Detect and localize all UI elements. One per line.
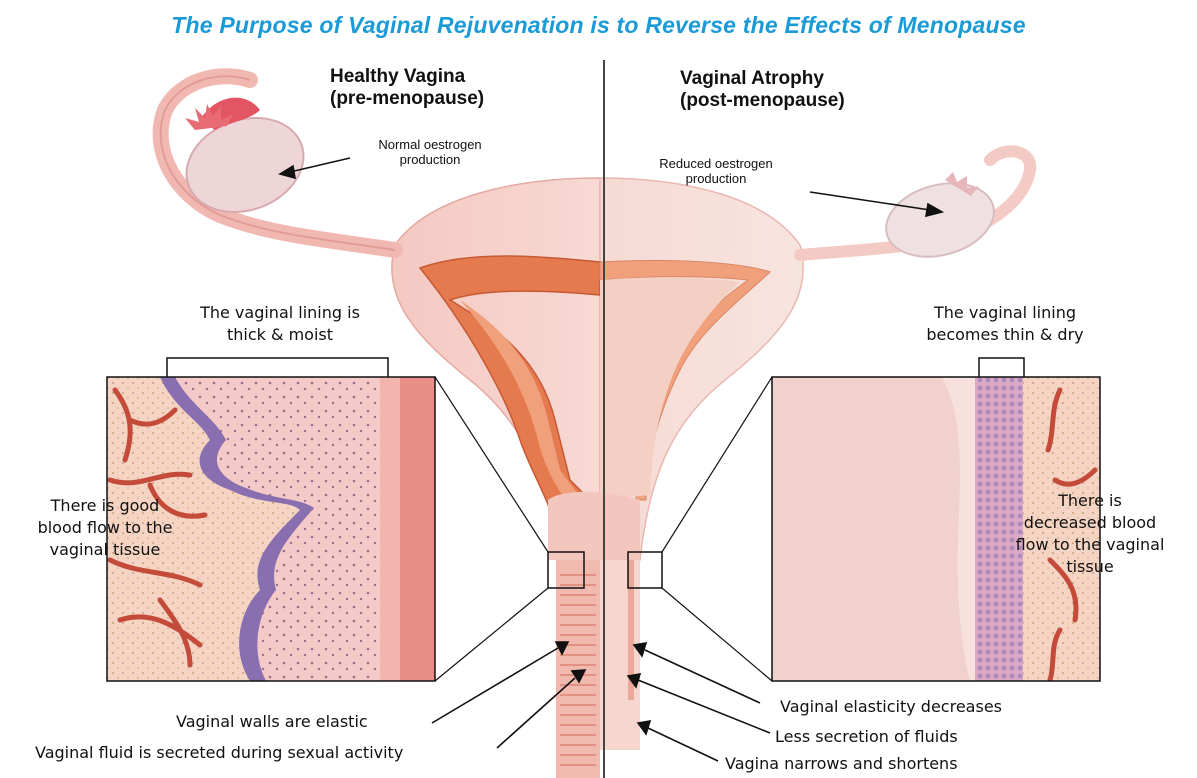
fluid-secreted-label: Vaginal fluid is secreted during sexual …	[35, 742, 403, 764]
uterus-body	[392, 178, 803, 778]
thick-lining-line2: thick & moist	[150, 324, 410, 346]
thin-lining-line2: becomes thin & dry	[880, 324, 1130, 346]
reduced-oestrogen-line1: Reduced oestrogen	[636, 156, 796, 171]
good-blood-line3: vaginal tissue	[5, 539, 205, 561]
left-heading-line1: Healthy Vagina	[330, 66, 484, 88]
thin-lining-line1: The vaginal lining	[880, 302, 1130, 324]
walls-elastic-label: Vaginal walls are elastic	[176, 711, 368, 733]
left-heading-line2: (pre-menopause)	[330, 88, 484, 110]
good-blood-line1: There is good	[5, 495, 205, 517]
decreased-blood-line2: decreased blood	[980, 512, 1197, 534]
bracket-thick-lining	[167, 358, 388, 377]
right-heading-line1: Vaginal Atrophy	[680, 68, 845, 90]
normal-oestrogen-line2: production	[355, 152, 505, 167]
thick-lining-line1: The vaginal lining is	[150, 302, 410, 324]
bracket-thin-lining	[979, 358, 1024, 377]
normal-oestrogen-line1: Normal oestrogen	[355, 137, 505, 152]
good-blood-line2: blood flow to the	[5, 517, 205, 539]
decreased-blood-line3: flow to the vaginal	[980, 534, 1197, 556]
narrows-shortens-label: Vagina narrows and shortens	[725, 753, 958, 775]
right-heading-line2: (post-menopause)	[680, 90, 845, 112]
elasticity-decreases-label: Vaginal elasticity decreases	[780, 696, 1002, 718]
right-ovary	[800, 151, 1030, 268]
less-secretion-label: Less secretion of fluids	[775, 726, 958, 748]
decreased-blood-line1: There is	[980, 490, 1197, 512]
reduced-oestrogen-line2: production	[636, 171, 796, 186]
decreased-blood-line4: tissue	[980, 556, 1197, 578]
